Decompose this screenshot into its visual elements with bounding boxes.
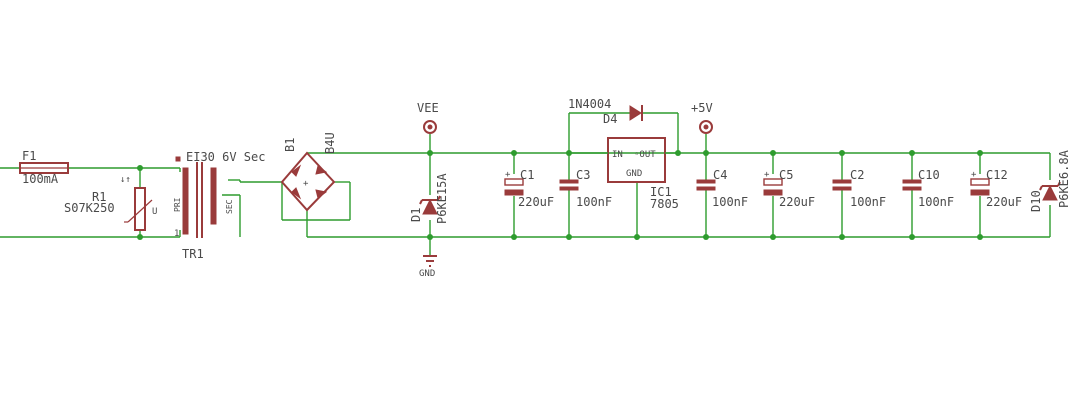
ic1-out: ◦OUT <box>634 150 656 160</box>
d4-name: D4 <box>603 112 617 126</box>
c12-value: 220uF <box>986 195 1022 209</box>
c3-name: C3 <box>576 168 590 182</box>
tr1-name: TR1 <box>182 247 204 261</box>
tvs-d1: D1 P6KE15A <box>409 173 449 224</box>
tr1-value: EI30 6V Sec <box>186 150 265 164</box>
r1-arrows-icon: ↓↑ <box>120 175 131 185</box>
diode-d4: 1N4004 D4 <box>568 97 643 126</box>
c10-name: C10 <box>918 168 940 182</box>
c2-value: 100nF <box>850 195 886 209</box>
cap-c2: C2 100nF <box>832 168 886 209</box>
ic1-out-label: OUT <box>639 150 656 160</box>
svg-text:+: + <box>971 170 977 180</box>
plus5v-supply: +5V <box>691 101 713 134</box>
vee-supply: VEE <box>417 101 439 134</box>
d1-name: D1 <box>409 208 423 222</box>
c5-value: 220uF <box>779 195 815 209</box>
tvs-d10: D10 P6KE6.8A <box>1029 149 1071 212</box>
d4-value: 1N4004 <box>568 97 611 111</box>
plus5v-label: +5V <box>691 101 713 115</box>
tr1-sec: SEC <box>225 199 234 214</box>
cap-c3: C3 100nF <box>559 168 612 209</box>
b1-value: B4U <box>323 132 337 154</box>
r1-sym: U <box>152 207 157 217</box>
f1-name: F1 <box>22 149 36 163</box>
vee-label: VEE <box>417 101 439 115</box>
wires <box>0 112 1051 255</box>
cap-c12: + C12 220uF <box>970 168 1022 209</box>
ic1-gnd: GND <box>626 169 642 179</box>
gnd-label: GND <box>419 269 435 279</box>
ic1-in: IN <box>612 150 623 160</box>
b1-plus: + <box>303 179 309 189</box>
varistor-r1: ↓↑ R1 S07K250 U <box>64 175 157 231</box>
c4-name: C4 <box>713 168 727 182</box>
d10-name: D10 <box>1029 190 1043 212</box>
f1-value: 100mA <box>22 172 59 186</box>
cap-c1: + C1 220uF <box>504 168 554 209</box>
transformer-tr1: 1 EI30 6V Sec TR1 PRI SEC <box>173 150 265 261</box>
tr1-pri: PRI <box>173 197 182 212</box>
ic1-value: 7805 <box>650 197 679 211</box>
regulator-ic1: IN ◦OUT GND IC1 7805 <box>569 137 679 211</box>
fuse-f1: F1 100mA <box>19 149 69 186</box>
svg-text:+: + <box>764 170 770 180</box>
c2-name: C2 <box>850 168 864 182</box>
b1-name: B1 <box>283 138 297 152</box>
tr1-pin1: 1 <box>174 229 179 239</box>
c1-name: C1 <box>520 168 534 182</box>
c1-value: 220uF <box>518 195 554 209</box>
d1-value: P6KE15A <box>435 173 449 224</box>
c4-value: 100nF <box>712 195 748 209</box>
d10-value: P6KE6.8A <box>1057 149 1071 208</box>
c12-name: C12 <box>986 168 1008 182</box>
cap-c10: C10 100nF <box>902 168 954 209</box>
gnd-symbol: GND <box>419 255 437 279</box>
ic1-name: IC1 <box>650 185 672 199</box>
c5-name: C5 <box>779 168 793 182</box>
c3-value: 100nF <box>576 195 612 209</box>
svg-text:+: + <box>505 170 511 180</box>
r1-value: S07K250 <box>64 201 115 215</box>
cap-c5: + C5 220uF <box>763 168 815 209</box>
cap-c4: C4 100nF <box>696 168 748 209</box>
bridge-b1: + B1 B4U <box>280 132 337 212</box>
r1-name: R1 <box>92 190 106 204</box>
c10-value: 100nF <box>918 195 954 209</box>
